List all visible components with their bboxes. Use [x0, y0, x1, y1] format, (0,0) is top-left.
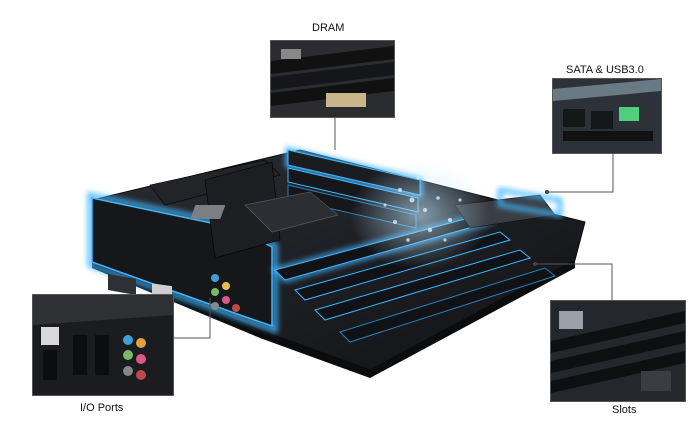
audio-jack — [211, 288, 219, 296]
airflow-particles — [383, 176, 462, 242]
leader-dot — [545, 190, 549, 194]
leader-dot — [533, 262, 537, 266]
audio-jack — [211, 274, 219, 282]
sata-usb-label: SATA & USB3.0 — [566, 64, 644, 76]
expansion-slots-photo-icon — [551, 301, 685, 401]
sata-usb-ports-photo-icon — [553, 79, 661, 153]
slots-label: Slots — [612, 404, 637, 416]
io-ports-photo-icon — [33, 295, 173, 395]
io-ports-label: I/O Ports — [80, 402, 124, 414]
dram-label: DRAM — [312, 22, 345, 34]
io-connector — [108, 274, 136, 295]
cpu-socket-core — [190, 205, 226, 219]
airflow-mist — [350, 160, 490, 270]
sata-usb-thumbnail — [552, 78, 662, 154]
audio-jack — [222, 282, 230, 290]
board-edge — [92, 260, 575, 378]
slots-thumbnail — [550, 300, 686, 402]
io-ports-thumbnail — [32, 294, 174, 396]
leader-lines — [173, 116, 614, 339]
cpu-socket — [244, 191, 339, 233]
vrm-heatsink — [204, 161, 281, 259]
audio-jack — [232, 304, 240, 312]
audio-jack — [211, 302, 219, 310]
audio-jack — [222, 296, 230, 304]
dram-slots-photo-icon — [271, 41, 394, 117]
sata-area-glow — [498, 187, 562, 218]
dram-thumbnail — [270, 40, 395, 118]
